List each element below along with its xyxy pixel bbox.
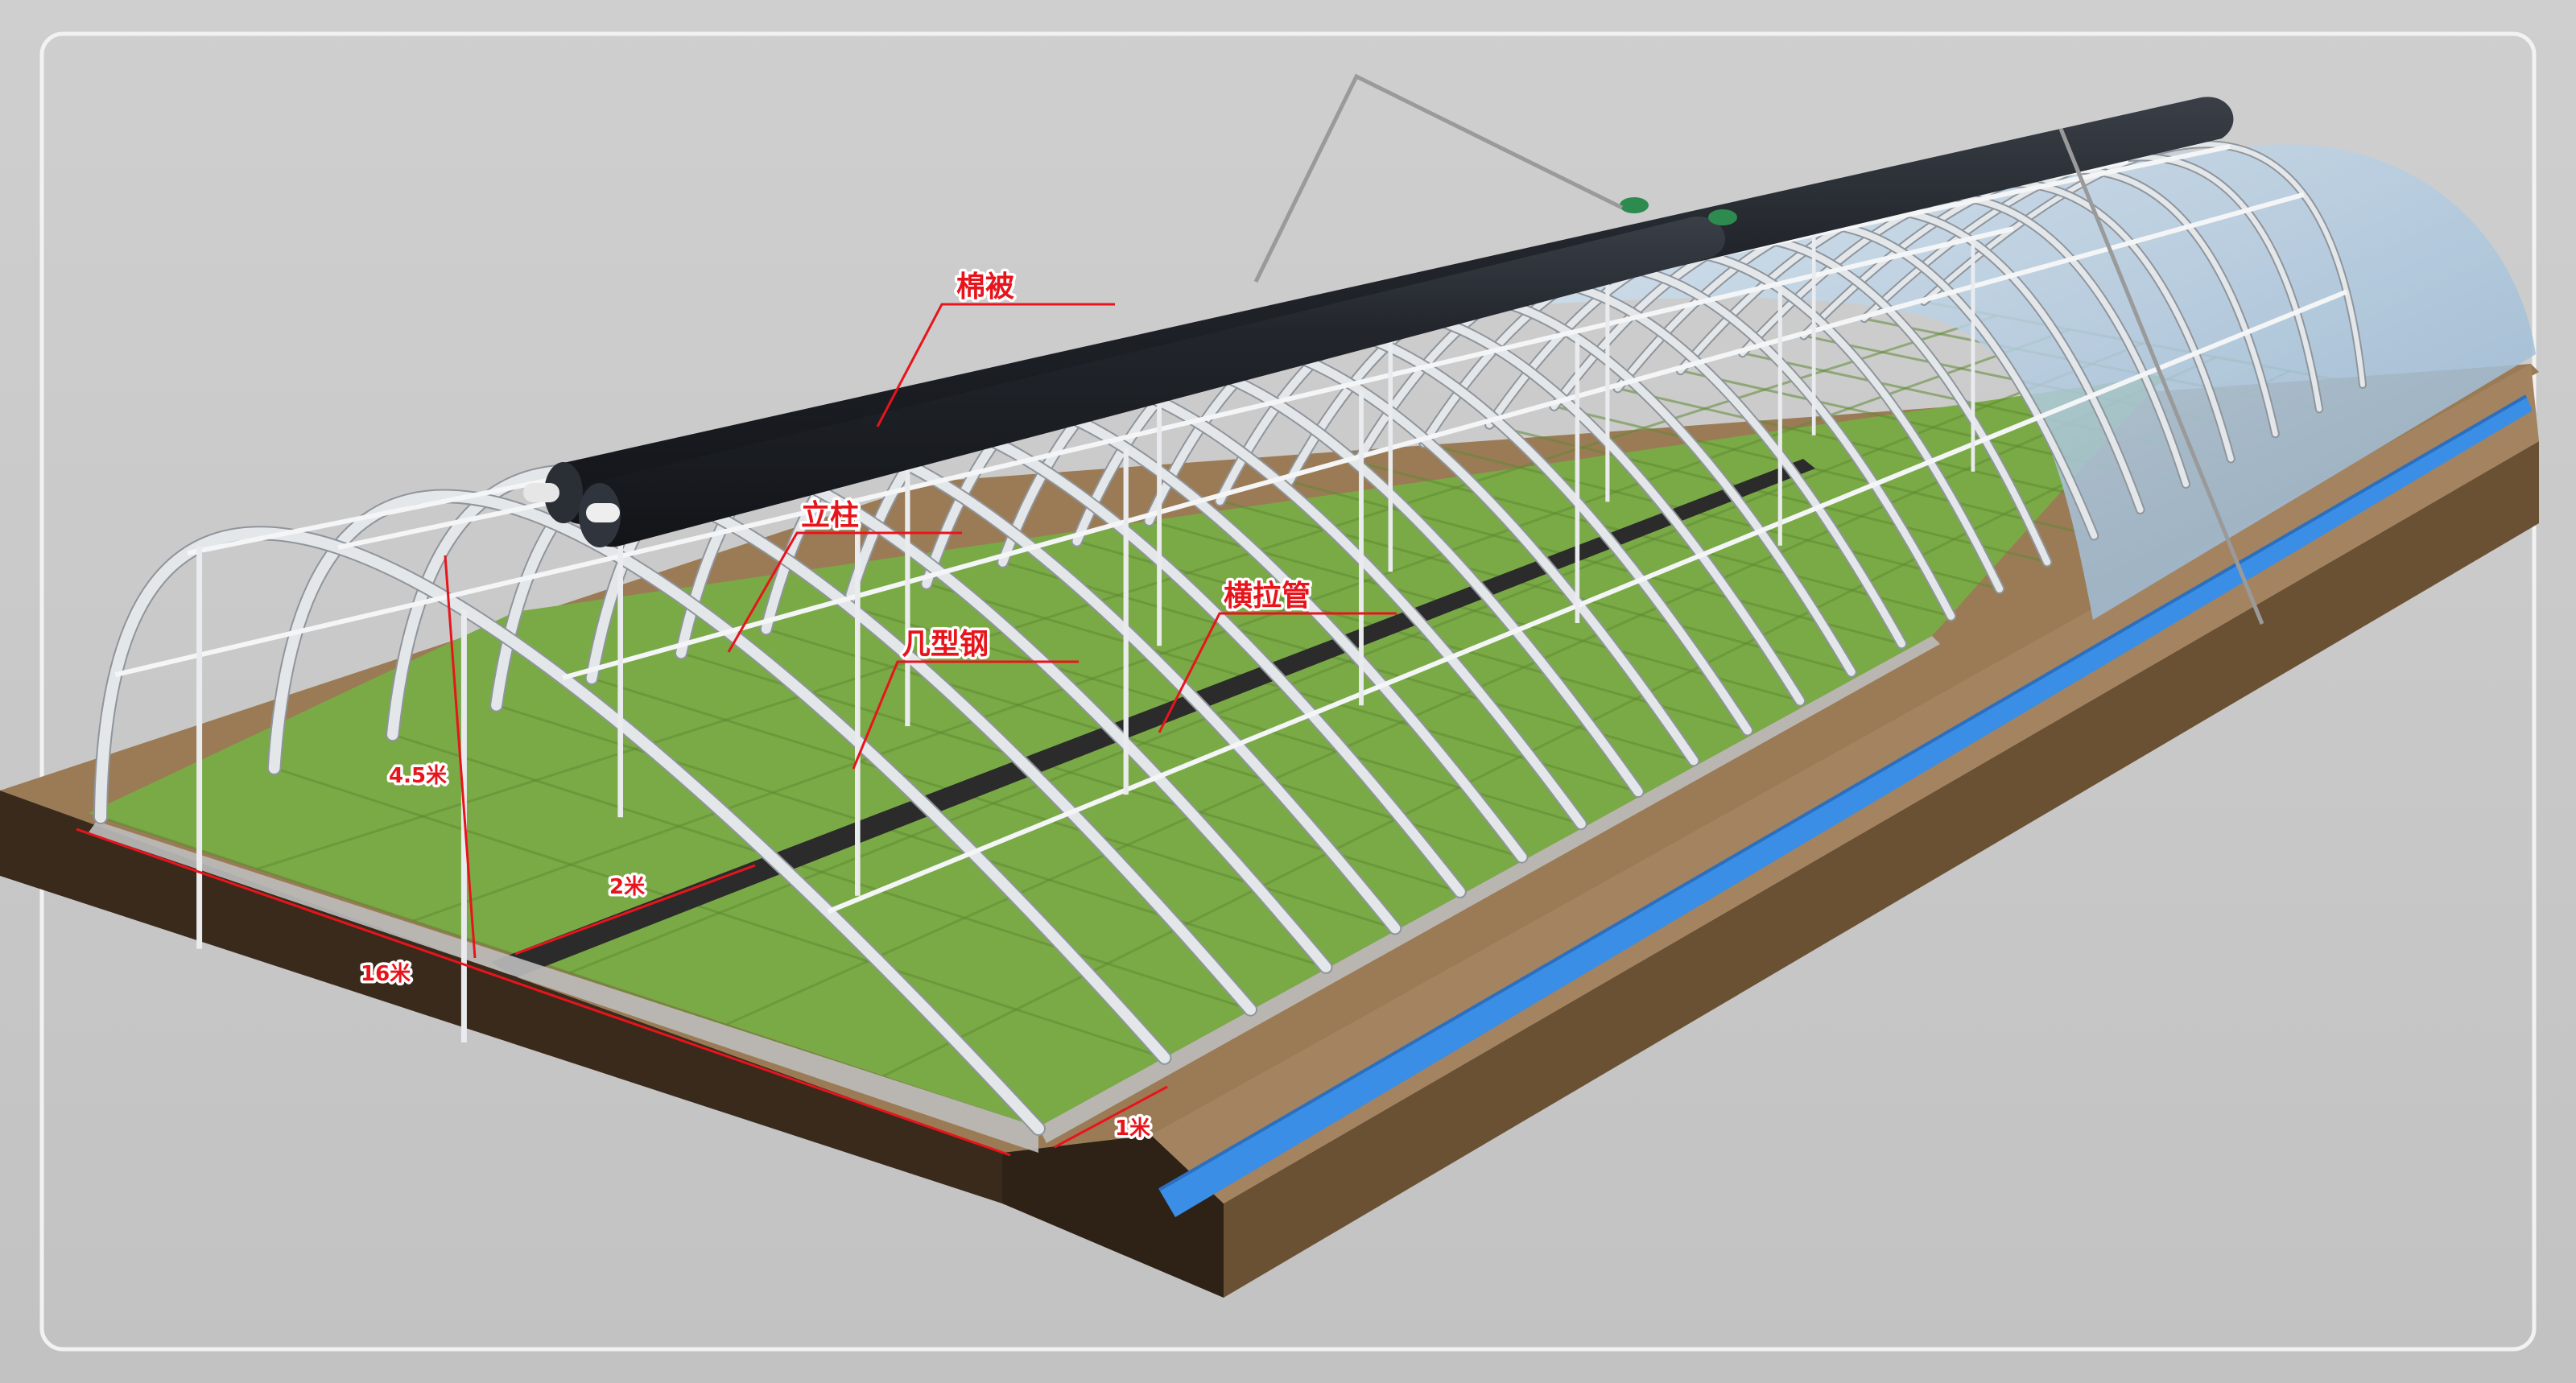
frame-border	[39, 31, 2537, 1352]
label-ji-steel: 几型钢	[902, 628, 989, 661]
soil-front-face	[0, 791, 1002, 1203]
support-cable-right	[2058, 128, 2264, 625]
support-cables	[1253, 73, 2264, 625]
drainage-gutter-edge	[1158, 394, 2528, 1191]
label-border: 1米	[1115, 1117, 1150, 1141]
quilt-roll-front	[578, 217, 1726, 547]
leader-upright-column	[727, 531, 962, 653]
label-cross-tube: 横拉管	[1224, 580, 1311, 613]
label-cotton-quilt: 棉被	[956, 270, 1014, 303]
label-upright-column: 立柱	[801, 499, 859, 532]
cross-tube	[827, 289, 2348, 914]
label-span: 16米	[361, 962, 411, 986]
label-column-spacing: 2米	[609, 875, 645, 899]
floor-grid-line	[412, 328, 2071, 923]
leader-cross-tube	[1158, 612, 1397, 733]
front-footing-strip	[89, 821, 1038, 1153]
floor-grid-line	[256, 314, 1998, 870]
component-labels: 棉被 立柱 几型钢 横拉管 4.5米 2米 16米 1米	[358, 268, 1314, 1144]
soil-right-face	[1224, 441, 2539, 1298]
dim-line-column-spacing	[514, 864, 756, 956]
drainage-gutter	[1159, 396, 2533, 1217]
roller-axle-back	[523, 483, 559, 502]
cross-tube	[562, 192, 2305, 680]
cross-tube	[114, 226, 2014, 678]
dimension-lines	[76, 555, 1168, 1157]
leader-ji-steel	[852, 660, 1079, 770]
roller-motor-2	[1708, 209, 1737, 225]
support-cable-left	[1253, 73, 1624, 283]
floor-grid-line	[568, 342, 2145, 974]
label-height: 4.5米	[389, 764, 447, 788]
right-footing-strip	[1038, 636, 1940, 1143]
roller-axle-front	[586, 503, 620, 522]
roller-motor	[1620, 197, 1649, 213]
dim-line-height	[444, 555, 477, 959]
quilt-roll-back-end	[544, 462, 583, 523]
label-leaders	[727, 303, 1397, 770]
dim-line-span	[76, 828, 1011, 1157]
cotton-quilt-rolls	[523, 97, 2234, 547]
dim-line-border	[1054, 1085, 1168, 1149]
leader-cotton-quilt	[876, 303, 1115, 427]
soil-side-face	[1002, 1135, 1224, 1298]
